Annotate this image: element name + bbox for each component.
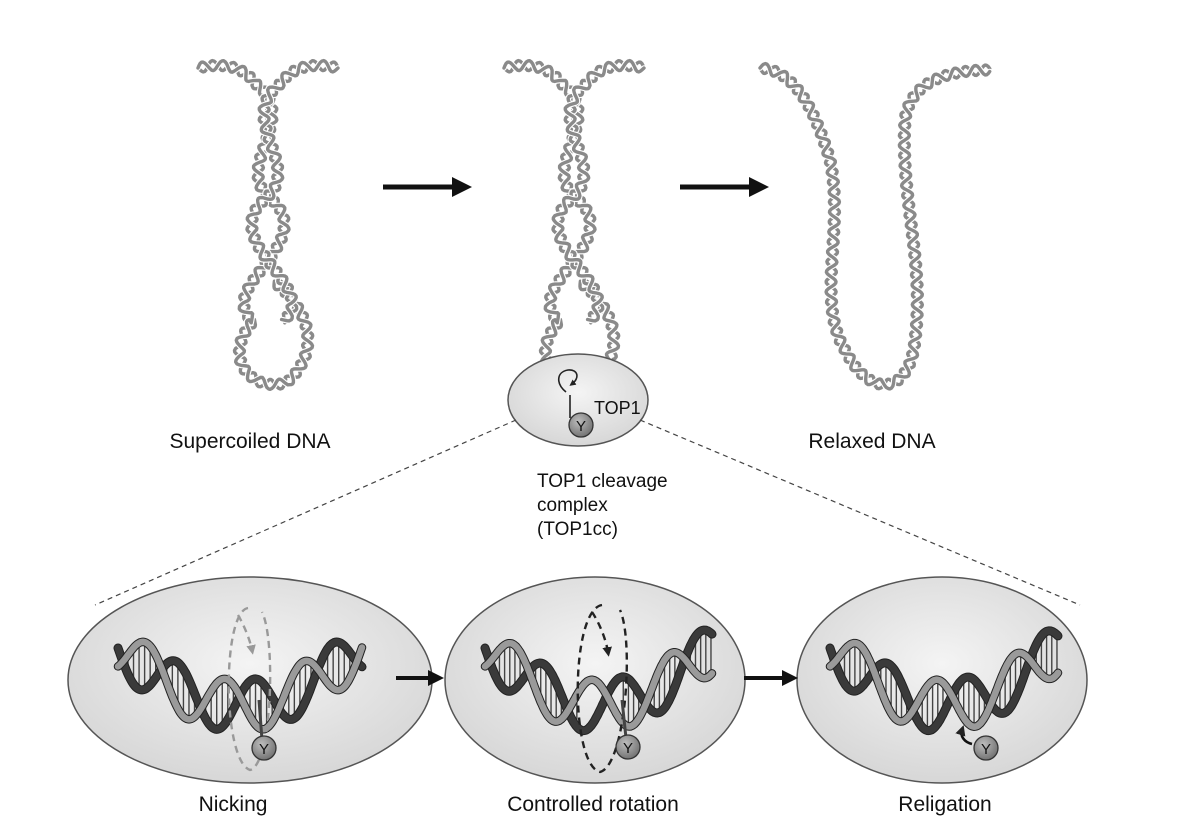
nicking-tyrosine-icon <box>251 699 277 761</box>
top1-enzyme <box>507 353 649 447</box>
religation-tyrosine-letter: Y <box>981 741 991 758</box>
relaxed-dna <box>757 60 993 392</box>
top1-label: TOP1 <box>594 398 641 418</box>
relaxed-dna-label: Relaxed DNA <box>808 430 936 453</box>
top1-tyrosine-letter: Y <box>576 418 586 435</box>
top1-bound-dna <box>501 57 647 393</box>
supercoiled-dna-label: Supercoiled DNA <box>169 430 331 453</box>
religation-label: Religation <box>898 793 992 816</box>
tyrosine-icon <box>568 412 594 438</box>
arrow-top1-to-relaxed <box>680 177 769 197</box>
nicking-rotation-path <box>227 606 272 772</box>
nicking-panel <box>67 576 433 784</box>
arrow-rotation-to-religation <box>744 670 798 686</box>
top1cc-label-line1: TOP1 cleavage <box>537 471 668 492</box>
controlled-rotation-panel <box>444 576 746 784</box>
nicking-tyrosine-letter: Y <box>259 741 269 758</box>
rotation-tyrosine-icon <box>615 699 641 760</box>
religation-panel <box>796 576 1088 784</box>
supercoiled-dna <box>195 57 341 393</box>
top1cc-label-line3: (TOP1cc) <box>537 519 618 540</box>
rotation-tyrosine-letter: Y <box>623 740 633 757</box>
zoom-guide-lines <box>94 419 1081 606</box>
controlled-rotation-path <box>576 603 628 774</box>
top1cc-label-line2: complex <box>537 495 608 516</box>
controlled-rotation-label: Controlled rotation <box>507 793 679 816</box>
arrow-supercoiled-to-top1 <box>383 177 472 197</box>
arrow-nicking-to-rotation <box>396 670 444 686</box>
nicking-label: Nicking <box>198 793 268 816</box>
religation-tyrosine-icon <box>955 725 999 761</box>
rotation-arrow-icon <box>557 369 578 418</box>
